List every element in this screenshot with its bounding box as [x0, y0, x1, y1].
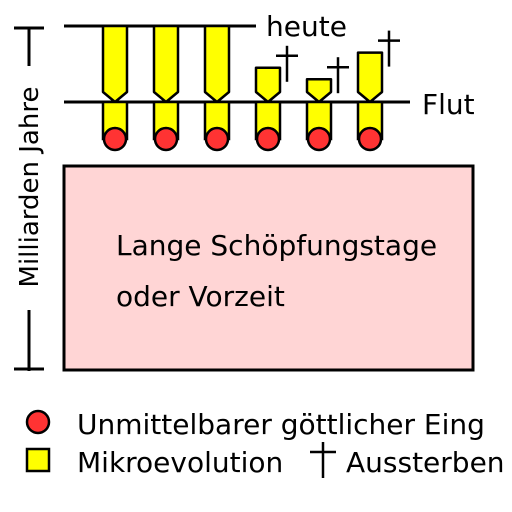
axis-label-background: [14, 66, 44, 310]
origin-circle: [306, 126, 332, 152]
legend-extinction-label: Aussterben: [346, 446, 505, 479]
today-label: heute: [266, 10, 347, 43]
lineage-column-upper: [203, 24, 231, 104]
origin-circle: [255, 126, 281, 152]
time-axis: Milliarden Jahre: [14, 26, 45, 371]
box-title-line1: Lange Schöpfungstage: [116, 229, 437, 262]
legend-microevolution-label: Mikroevolution: [77, 446, 283, 479]
lineage-column-upper: [254, 66, 282, 104]
legend-origin-label: Unmittelbarer göttlicher Eing: [77, 408, 485, 441]
extinction-cross-icon: [327, 57, 349, 94]
yellow-square-icon: [25, 447, 51, 473]
creation-period-box: [62, 164, 475, 372]
extinction-cross-icon: [276, 45, 298, 82]
origin-circle: [153, 126, 179, 152]
lineage-column-upper: [356, 51, 384, 104]
origin-circle: [102, 126, 128, 152]
origin-circle: [204, 126, 230, 152]
legend: Unmittelbarer göttlicher Eing Mikroevolu…: [25, 408, 505, 479]
red-circle-icon: [25, 409, 51, 435]
lineages-group: [101, 24, 400, 152]
lineage-column-upper: [305, 77, 333, 104]
origin-circle: [357, 126, 383, 152]
dagger-cross-icon: [310, 442, 336, 478]
lineage-column-upper: [101, 24, 129, 104]
lineage-column-upper: [152, 24, 180, 104]
box-title-line2: oder Vorzeit: [116, 280, 285, 313]
flood-label: Flut: [422, 88, 475, 121]
axis-label: Milliarden Jahre: [15, 87, 45, 288]
extinction-cross-icon: [378, 30, 400, 67]
